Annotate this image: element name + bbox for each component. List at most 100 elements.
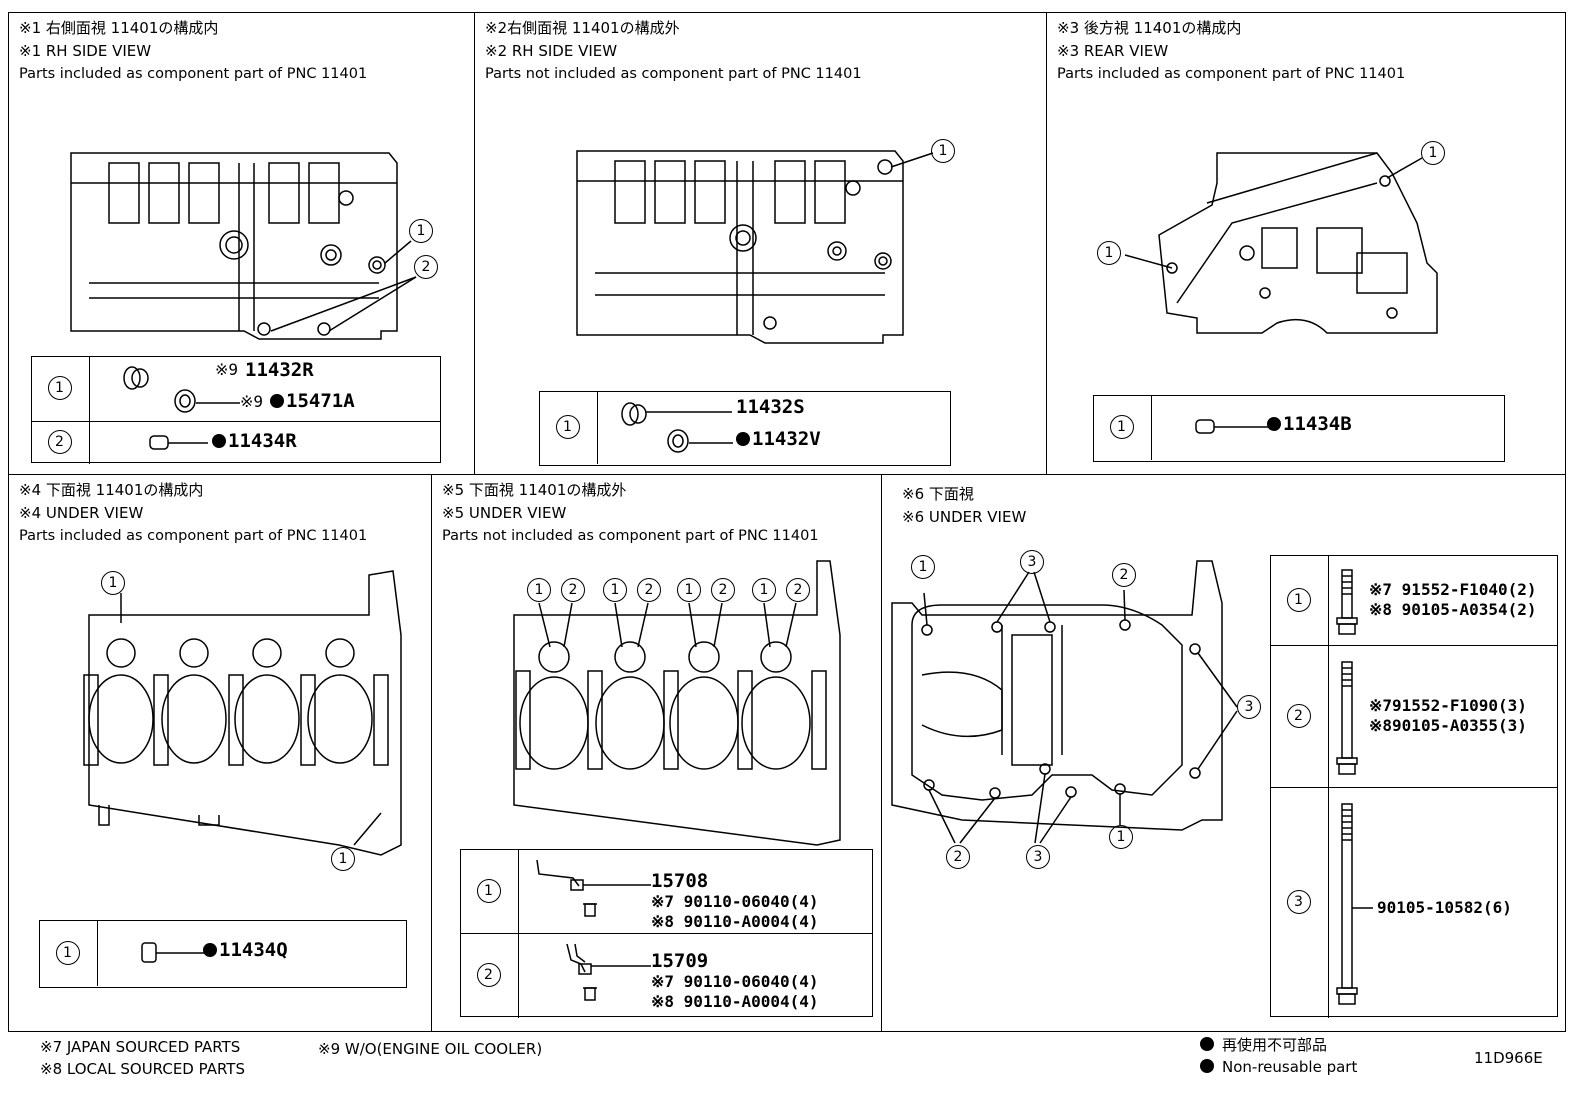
legend-row-1: 1 11432S 11432V bbox=[540, 392, 950, 464]
panel-subtitle: Parts included as component part of PNC … bbox=[19, 528, 368, 544]
non-reusable-dot-icon bbox=[736, 432, 750, 446]
panel-title-jp: ※4 下面視 11401の構成内 bbox=[19, 481, 204, 499]
note-9: ※9 bbox=[240, 392, 264, 411]
callout-1: 1 bbox=[527, 578, 551, 602]
plug-icon bbox=[621, 402, 732, 426]
part-number-11434Q: 11434Q bbox=[203, 939, 288, 961]
part-number-15708: 15708 bbox=[651, 870, 709, 892]
panel-title-en: ※6 UNDER VIEW bbox=[902, 508, 1027, 526]
callout-1: 1 bbox=[1421, 141, 1445, 165]
callout-2: 2 bbox=[1286, 703, 1311, 728]
panel-header: ※5 下面視 11401の構成外 ※5 UNDER VIEW Parts not… bbox=[442, 479, 819, 548]
callout-3: 3 bbox=[1020, 550, 1044, 574]
callout-2: 2 bbox=[711, 578, 735, 602]
legend-row-1: 1 11434Q bbox=[40, 921, 406, 986]
panel-rh-side-view-included: ※1 右側面視 11401の構成内 ※1 RH SIDE VIEW Parts … bbox=[8, 12, 475, 475]
bolt-part-line: ※8 90110-A0004(4) bbox=[651, 912, 819, 931]
callout-2: 2 bbox=[786, 578, 810, 602]
legend-row-number: 2 bbox=[1271, 646, 1329, 787]
callout-1: 1 bbox=[1109, 415, 1134, 439]
seal-ring-icon bbox=[667, 429, 733, 453]
callout-2: 2 bbox=[414, 255, 438, 279]
callout-1: 1 bbox=[47, 376, 72, 400]
panel-title-jp: ※3 後方視 11401の構成内 bbox=[1057, 19, 1242, 37]
callout-2: 2 bbox=[561, 578, 585, 602]
part-number-11434B: 11434B bbox=[1267, 413, 1352, 435]
callout-1: 1 bbox=[752, 578, 776, 602]
non-reusable-dot-icon bbox=[1200, 1059, 1214, 1073]
legend-text: 再使用不可部品 bbox=[1222, 1036, 1328, 1054]
panel-title-jp: ※2右側面視 11401の構成外 bbox=[485, 19, 680, 37]
callout-2: 2 bbox=[637, 578, 661, 602]
panel-under-view-not-included: ※5 下面視 11401の構成外 ※5 UNDER VIEW Parts not… bbox=[431, 474, 882, 1032]
part-number-text: 11434Q bbox=[219, 939, 288, 961]
note-9: ※9 bbox=[215, 360, 239, 379]
legend-row-1: 1 ※9 11432R ※9 15471A bbox=[32, 357, 440, 422]
bolt-icon bbox=[1336, 661, 1358, 775]
engine-block-rh-side-drawing bbox=[70, 152, 417, 340]
panel-header: ※1 右側面視 11401の構成内 ※1 RH SIDE VIEW Parts … bbox=[19, 17, 367, 86]
part-number-11434R: 11434R bbox=[212, 430, 297, 452]
footnote-local-sourced: ※8 LOCAL SOURCED PARTS bbox=[40, 1060, 245, 1078]
legend-table: 1 ※7 91552-F1040(2) ※8 90105-A0354(2) 2 … bbox=[1270, 555, 1558, 1018]
callout-2: 2 bbox=[1112, 563, 1136, 587]
panel-title-jp: ※6 下面視 bbox=[902, 485, 974, 503]
non-reusable-dot-icon bbox=[203, 943, 217, 957]
legend-row-1: 1 ※7 91552-F1040(2) ※8 90105-A0354(2) bbox=[1271, 556, 1557, 646]
engine-block-rear-drawing bbox=[1124, 152, 1438, 334]
panel-rear-view-included: ※3 後方視 11401の構成内 ※3 REAR VIEW Parts incl… bbox=[1046, 12, 1566, 475]
legend-row-1: 1 11434B bbox=[1094, 396, 1504, 460]
legend-table: 1 11434Q bbox=[39, 920, 407, 988]
callout-1: 1 bbox=[911, 555, 935, 579]
legend-row-number: 1 bbox=[540, 392, 598, 464]
seal-ring-icon bbox=[174, 389, 240, 413]
non-reusable-dot-icon bbox=[270, 394, 284, 408]
bolt-icon bbox=[1336, 569, 1358, 635]
panel-subtitle: Parts not included as component part of … bbox=[485, 66, 862, 82]
callout-1: 1 bbox=[101, 571, 125, 595]
part-number-text: 11434B bbox=[1283, 413, 1352, 435]
legend-row-1: 1 15708 ※7 90110-06040(4) ※8 90110-A0004… bbox=[461, 850, 872, 934]
callout-1: 1 bbox=[55, 940, 80, 965]
panel-title-jp: ※1 右側面視 11401の構成内 bbox=[19, 19, 219, 37]
callout-1: 1 bbox=[555, 415, 580, 439]
oil-nozzle-icon bbox=[566, 943, 651, 1001]
legend-row-number: 1 bbox=[1271, 556, 1329, 645]
panel-header: ※4 下面視 11401の構成内 ※4 UNDER VIEW Parts inc… bbox=[19, 479, 367, 548]
panel-title-en: ※2 RH SIDE VIEW bbox=[485, 42, 618, 60]
panel-subtitle: Parts not included as component part of … bbox=[442, 528, 819, 544]
engine-block-under-view-drawing bbox=[513, 560, 841, 846]
part-number-15471A: 15471A bbox=[270, 390, 355, 412]
legend-non-reusable-jp: 再使用不可部品 bbox=[1200, 1034, 1327, 1055]
dowel-pin-icon bbox=[149, 435, 208, 450]
bolt-part-line: ※8 90110-A0004(4) bbox=[651, 992, 819, 1011]
callout-1: 1 bbox=[677, 578, 701, 602]
panel-title-en: ※3 REAR VIEW bbox=[1057, 42, 1169, 60]
bolt-icon bbox=[1336, 803, 1373, 1005]
oil-pan-under-view-drawing bbox=[891, 560, 1238, 844]
part-number-15709: 15709 bbox=[651, 950, 709, 972]
panel-under-view-bolts: ※6 下面視 ※6 UNDER VIEW 1 3 2 3 2 3 1 1 ※7 … bbox=[881, 474, 1566, 1032]
callout-3: 3 bbox=[1286, 890, 1311, 914]
callout-1: 1 bbox=[931, 139, 955, 163]
legend-row-3: 3 90105-10582(6) bbox=[1271, 788, 1557, 1018]
bolt-part-line: ※7 91552-F1040(2) bbox=[1369, 580, 1537, 599]
legend-table: 1 ※9 11432R ※9 15471A 2 11434R bbox=[31, 356, 441, 464]
panel-rh-side-view-not-included: ※2右側面視 11401の構成外 ※2 RH SIDE VIEW Parts n… bbox=[474, 12, 1047, 475]
part-number-text: 11434R bbox=[228, 430, 297, 452]
panel-header: ※6 下面視 ※6 UNDER VIEW bbox=[902, 483, 1026, 529]
legend-row-number: 1 bbox=[1094, 396, 1152, 460]
callout-1: 1 bbox=[603, 578, 627, 602]
panel-title-en: ※1 RH SIDE VIEW bbox=[19, 42, 152, 60]
callout-2: 2 bbox=[476, 963, 501, 987]
non-reusable-dot-icon bbox=[1267, 417, 1281, 431]
legend-row-number: 1 bbox=[32, 357, 90, 421]
oil-nozzle-icon bbox=[536, 859, 651, 917]
dowel-pin-icon bbox=[141, 942, 208, 963]
legend-non-reusable-en: Non-reusable part bbox=[1200, 1058, 1357, 1076]
panel-title-jp: ※5 下面視 11401の構成外 bbox=[442, 481, 627, 499]
plug-icon bbox=[123, 366, 149, 390]
footnote-japan-sourced: ※7 JAPAN SOURCED PARTS bbox=[40, 1038, 241, 1056]
legend-row-number: 2 bbox=[32, 422, 90, 464]
callout-1: 1 bbox=[409, 219, 433, 243]
